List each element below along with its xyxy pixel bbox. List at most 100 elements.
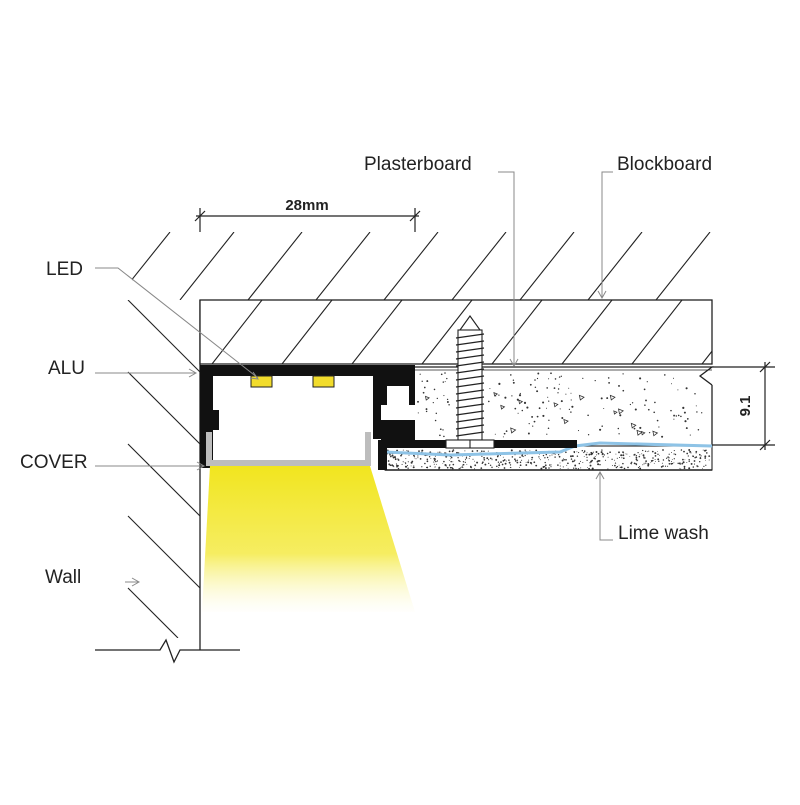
skim-dot [618,456,621,459]
skim-dot [487,450,489,452]
skim-dot [662,449,664,451]
skim-dot [586,452,588,454]
skim-dot [635,463,637,465]
light-beam [202,466,415,612]
skim-dot [464,461,466,464]
speckle [546,387,549,389]
skim-dot [544,464,547,467]
speckle [647,408,650,411]
skim-dot [428,456,431,458]
skim-dot [397,458,399,460]
skim-dot [426,460,429,463]
skim-dot [430,457,432,459]
speckle [517,412,519,414]
skim-dot [488,462,490,465]
skim-dot [573,467,575,469]
skim-dot [446,466,449,469]
skim-dot [481,455,483,457]
speckle [439,434,441,437]
skim-dot [591,459,593,462]
skim-dot [421,466,423,468]
screw-thread [455,424,485,430]
skim-dot [611,458,613,460]
skim-dot [635,454,638,457]
skim-dot [508,461,511,464]
skim-dot [516,459,519,461]
speckle [631,402,634,404]
skim-dot [412,466,415,469]
skim-dot [484,463,487,466]
skim-dot [643,456,645,458]
skim-dot [708,455,711,457]
skim-dot [511,456,514,458]
skim-dot [661,462,663,464]
screw-thread [455,382,485,388]
skim-dot [662,465,664,467]
skim-dot [567,462,569,465]
speckle [677,389,679,391]
skim-dot [704,449,706,452]
skim-dot [653,462,655,464]
skim-dot [680,468,682,470]
skim-dot [683,467,686,470]
aggregate-mark [630,422,637,429]
skim-dot [426,458,429,461]
speckle [695,405,697,407]
skim-dot [476,450,479,452]
skim-dot [652,459,654,462]
speckle [697,428,700,431]
skim-dot [602,456,604,458]
skim-dot [489,457,492,460]
speckle [571,405,574,408]
skim-dot [643,457,645,459]
skim-dot [668,457,670,459]
skim-dot [549,455,551,457]
skim-dot [561,459,564,462]
skim-dot [495,458,498,461]
skim-dot [682,461,685,464]
skim-dot [692,466,695,468]
screw-thread [455,361,485,367]
skim-dot [647,451,649,453]
skim-dot [468,458,470,459]
screw-thread [455,354,485,360]
speckle [694,393,696,395]
skim-dot [622,454,625,457]
skim-dot [542,454,545,457]
skim-dot [496,465,498,468]
skim-dot [408,454,410,456]
speckle [663,374,666,376]
skim-dot [516,461,519,464]
skim-dot [651,450,654,453]
skim-dot [543,465,546,468]
speckle [439,428,442,431]
speckle [606,397,609,400]
skim-dot [481,462,484,465]
speckle [516,398,519,401]
skim-dot [533,461,536,464]
skim-dot [469,455,471,458]
speckle [421,380,423,382]
skim-dot [461,466,463,468]
skim-dot [611,465,613,466]
skim-dot [609,451,611,454]
skim-dot [491,458,493,460]
skim-dot [615,466,618,469]
speckle [558,376,561,378]
skim-dot [452,463,455,466]
speckle [633,427,636,430]
skim-dot [471,450,474,452]
skim-dot [464,450,466,452]
skim-dot [525,461,527,463]
skim-dot [657,451,658,452]
skim-dot [450,458,452,460]
skim-dot [630,461,633,464]
skim-dot [395,463,397,465]
skim-dot [457,452,460,454]
skim-dot [498,467,500,469]
skim-dot [529,449,531,451]
skim-dot [415,458,417,460]
skim-dot [559,468,561,469]
skim-dot [429,465,431,467]
speckle [570,399,572,401]
